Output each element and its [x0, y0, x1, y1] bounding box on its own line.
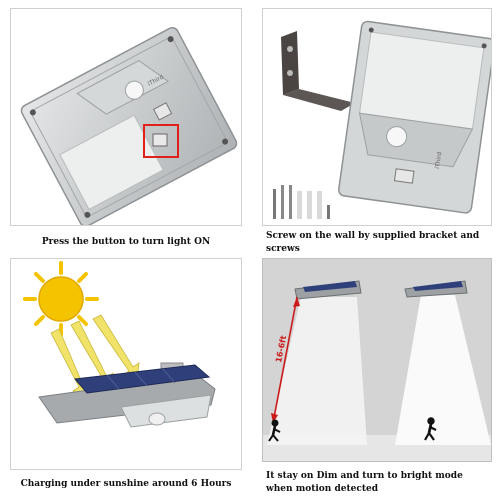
solar-charging-illustration — [23, 261, 216, 428]
panel-wall-mount: iThird — [262, 8, 492, 226]
caption-solar-charging: Charging under sunshine around 6 Hours — [20, 479, 232, 489]
caption-motion-mode: It stay on Dim and turn to bright mode w… — [266, 471, 463, 494]
pir-sensor — [124, 80, 144, 100]
caption-wall-mount: Screw on the wall by supplied bracket an… — [266, 231, 480, 254]
led-lens — [59, 114, 164, 211]
dim-light-beam — [267, 297, 367, 445]
brand-logo: iThird — [434, 151, 443, 169]
power-button — [152, 133, 168, 147]
caption-press-button: Press the button to turn light ON — [41, 237, 211, 247]
sun-icon — [23, 261, 99, 337]
light-unit-solar — [38, 362, 216, 428]
light-fixture-dim — [294, 280, 362, 300]
power-button — [393, 168, 415, 184]
panel-motion-mode: 16-6ft — [262, 258, 492, 462]
wall-mount-illustration: iThird — [273, 20, 491, 219]
button-highlight-box — [143, 124, 179, 158]
mounting-bracket — [281, 31, 355, 111]
solar-panel — [74, 364, 211, 394]
light-front-illustration: iThird — [20, 27, 238, 225]
bright-light-beam — [395, 295, 491, 445]
led-lens — [358, 31, 485, 130]
motion-mode-illustration: 16-6ft — [263, 259, 491, 461]
pir-sensor — [386, 126, 408, 148]
screws-set — [273, 185, 330, 219]
walking-person-icon — [424, 417, 437, 441]
walking-person-icon — [268, 419, 281, 442]
panel-solar-charging — [10, 258, 242, 470]
panel-press-button: iThird — [10, 8, 242, 226]
light-fixture-bright — [404, 280, 468, 298]
